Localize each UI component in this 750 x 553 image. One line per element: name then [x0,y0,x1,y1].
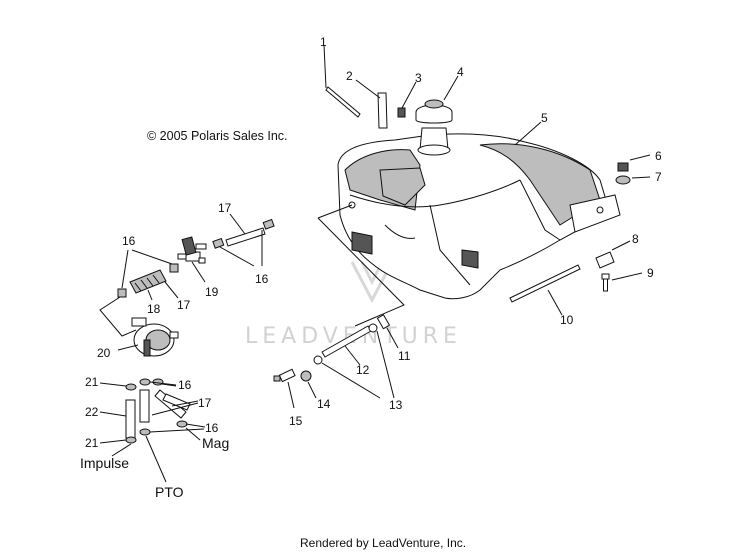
part-13-clamps: 13 [313,323,403,412]
part-7-washer: 7 [615,170,662,185]
part-19-fuel-valve: 19 [177,236,219,299]
callout-9: 9 [647,266,654,280]
label-mag: Mag [202,435,229,451]
part-14: 14 [300,370,331,411]
callout-5: 5 [541,111,548,125]
callout-13: 13 [389,398,403,412]
part-15-valve: 15 [273,368,303,428]
part-18-fuel-filter: 18 17 16 [99,234,191,337]
part-2: 2 [346,69,388,129]
part-9-bolt: 9 [601,266,654,292]
callout-2: 2 [346,69,353,83]
pump-hoses-lower: 21 22 21 16 17 16 Mag Impulse PTO [80,375,229,500]
copyright-text: © 2005 Polaris Sales Inc. [147,129,288,143]
callout-16-pump-upper: 16 [178,378,192,392]
callout-21-upper: 21 [85,375,99,389]
label-pto: PTO [155,484,184,500]
callout-17-mid: 17 [177,298,191,312]
part-12-hose: 12 [321,325,372,377]
part-1-vent-line: 1 [320,35,361,118]
callout-15: 15 [289,414,303,428]
fuel-tank [317,127,621,327]
label-impulse: Impulse [80,455,129,471]
callout-10: 10 [560,313,574,327]
callout-1: 1 [320,35,327,49]
callout-14: 14 [317,397,331,411]
callout-16-right: 16 [255,272,269,286]
callout-21-lower: 21 [85,436,99,450]
callout-16-pump-lower: 16 [205,421,219,435]
callout-19: 19 [205,285,219,299]
callout-18: 18 [147,302,161,316]
callout-4: 4 [457,65,464,79]
part-20-fuel-pump: 20 [97,317,179,360]
callout-3: 3 [415,71,422,85]
callout-20: 20 [97,346,111,360]
part-4-fuel-cap: 4 [415,65,464,124]
part-6-nut: 6 [617,149,662,172]
footer-credit: Rendered by LeadVenture, Inc. [300,536,466,550]
part-8: 8 [595,232,639,269]
callout-17-upper: 17 [218,201,232,215]
part-10-strip: 10 [509,264,581,327]
callout-8: 8 [632,232,639,246]
callout-12: 12 [356,363,370,377]
part-11-fitting: 11 [376,314,411,363]
callout-17-lower: 17 [198,396,212,410]
hose-17-upper: 17 16 [212,201,275,286]
part-3: 3 [397,71,422,118]
callout-16-left: 16 [122,234,136,248]
callout-22: 22 [85,405,99,419]
callout-6: 6 [655,149,662,163]
callout-11: 11 [398,349,411,363]
callout-7: 7 [655,170,662,184]
